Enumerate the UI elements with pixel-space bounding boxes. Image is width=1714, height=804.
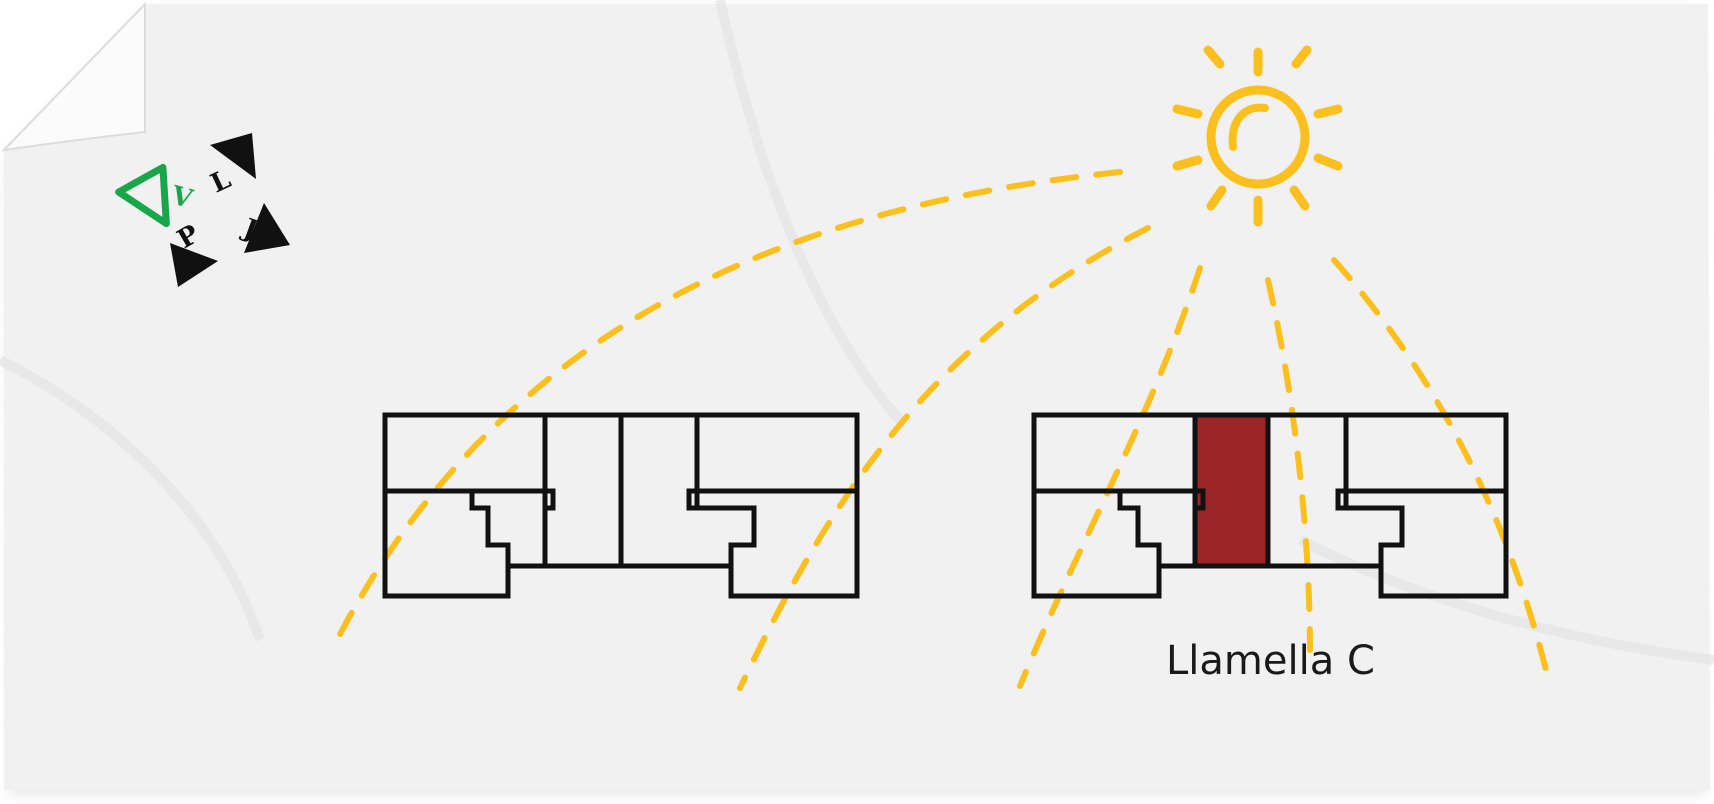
sun-icon	[1172, 45, 1343, 227]
logo-triangle-bottom	[170, 243, 218, 287]
building-right-label: Llamella C	[1166, 638, 1375, 684]
sun-rays	[1172, 45, 1343, 227]
sun-ray-2	[737, 225, 1151, 691]
sun-ray-4	[1265, 277, 1313, 653]
sun-ray-5	[1331, 257, 1553, 689]
building-right: Llamella C	[1031, 412, 1509, 684]
paper-curl-corner	[1, 1, 146, 152]
logo-triangle-right	[244, 203, 290, 253]
sun-disc	[1206, 85, 1310, 189]
sun-ray-1	[335, 169, 1123, 641]
logo-triangle-top	[210, 133, 256, 179]
sun-glint	[1228, 103, 1269, 151]
logo-triangle-green	[115, 163, 170, 228]
building-left	[382, 412, 860, 599]
paper-background	[4, 4, 1710, 790]
highlighted-unit	[1195, 415, 1268, 566]
sun-ray-lines	[335, 169, 1553, 691]
sun-ray-3	[1017, 265, 1203, 689]
